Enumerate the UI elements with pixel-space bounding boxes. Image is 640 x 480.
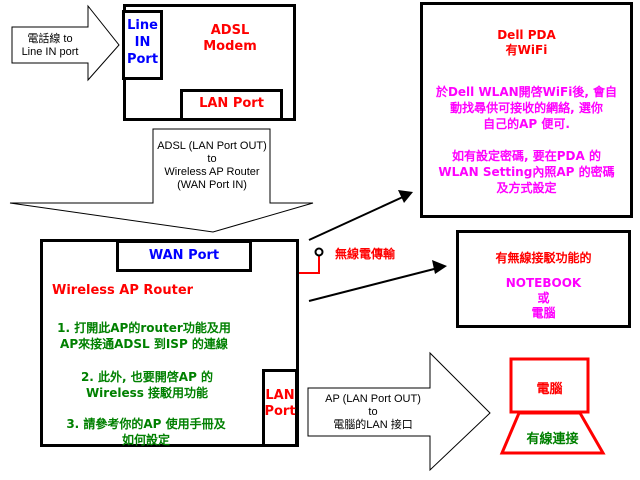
pda-title: Dell PDA 有WiFi bbox=[420, 28, 633, 58]
antenna-wire bbox=[298, 256, 320, 274]
computer-screen-label: 電腦 bbox=[536, 382, 563, 397]
wireless-arrow-to-notebook bbox=[308, 267, 439, 302]
modem-title-1: ADSL bbox=[210, 23, 250, 38]
computer-screen bbox=[509, 357, 590, 414]
pda-instructions-1: 於Dell WLAN開啓WiFi後, 會自 動找尋供可接收的網絡, 選你 自己的… bbox=[420, 84, 633, 132]
computer-base bbox=[499, 411, 606, 455]
antenna-icon bbox=[314, 247, 324, 257]
down-arrow-line-4: (WAN Port IN) bbox=[177, 179, 247, 191]
router-lan-port-label-1: LAN bbox=[265, 388, 295, 403]
lan-to-computer-arrow-label: AP (LAN Port OUT) to 電腦的LAN 接口 bbox=[318, 393, 428, 432]
modem-line-in-port bbox=[122, 10, 163, 80]
modem-title-2: Modem bbox=[203, 39, 257, 54]
notebook-line-1: 有無線接駁功能的 bbox=[495, 251, 592, 265]
router-note-2-line-1: 2. 此外, 也要開啓AP 的 bbox=[80, 370, 214, 384]
pda-title-1: Dell PDA bbox=[497, 28, 556, 42]
down-arrow-line-3: Wireless AP Router bbox=[164, 166, 260, 178]
modem-lan-port-label: LAN Port bbox=[199, 96, 264, 111]
router-note-3-line-2: 如何設定 bbox=[121, 433, 170, 447]
router-title: Wireless AP Router bbox=[52, 283, 194, 298]
wireless-arrow-to-pda bbox=[308, 195, 406, 241]
router-wan-port-label: WAN Port bbox=[148, 248, 220, 263]
modem-line-in-port-label: Line IN Port bbox=[122, 17, 163, 68]
router-note-2-line-2: Wireless 接駁用功能 bbox=[85, 386, 209, 400]
notebook-text: NOTEBOOK 或 電腦 bbox=[456, 276, 631, 321]
lan-arrow-line-1: AP (LAN Port OUT) bbox=[325, 393, 421, 405]
pda-instructions-2: 如有設定密碼, 要在PDA 的 WLAN Setting內照AP 的密碼 及方式… bbox=[420, 148, 633, 196]
down-arrow-line-2: to bbox=[207, 153, 217, 165]
router-lan-port-label-2: Port bbox=[264, 404, 296, 419]
wireless-arrow-to-pda-head bbox=[398, 190, 413, 203]
lan-arrow-line-3: 電腦的LAN 接口 bbox=[333, 419, 413, 431]
wireless-transmission-label: 無線電傳輸 bbox=[335, 247, 396, 261]
notebook-line-4: 電腦 bbox=[531, 306, 556, 320]
phone-line-arrow bbox=[11, 4, 120, 82]
down-arrow-line-1: ADSL (LAN Port OUT) bbox=[157, 140, 267, 152]
router-note-3: 3. 請參考你的AP 使用手冊及 如何設定 bbox=[46, 416, 246, 448]
adsl-to-router-arrow bbox=[9, 128, 314, 233]
phone-line-label-2: Line IN port bbox=[21, 46, 79, 58]
modem-title: ADSL Modem bbox=[190, 23, 270, 55]
pda-para1-line-1: 於Dell WLAN開啓WiFi後, 會自 bbox=[435, 85, 618, 99]
pda-title-2: 有WiFi bbox=[505, 43, 548, 57]
lan-to-computer-arrow bbox=[307, 351, 491, 472]
pda-para2-line-2: WLAN Setting內照AP 的密碼 bbox=[438, 165, 615, 179]
pda-para1-line-2: 動找尋供可接收的網絡, 選你 bbox=[450, 101, 603, 115]
notebook-line-2: NOTEBOOK bbox=[505, 276, 582, 290]
router-lan-port bbox=[262, 369, 298, 447]
line-in-label-3: Port bbox=[126, 52, 159, 67]
router-note-1: 1. 打開此AP的router功能及用 AP來接通ADSL 到ISP 的連線 bbox=[44, 320, 244, 352]
pda-para2-line-1: 如有設定密碼, 要在PDA 的 bbox=[452, 149, 601, 163]
router-lan-port-label: LAN Port bbox=[262, 388, 298, 420]
phone-line-arrow-label: 電話線 to Line IN port bbox=[14, 33, 86, 59]
computer-base-label: 有線連接 bbox=[526, 432, 579, 447]
router-note-1-line-2: AP來接通ADSL 到ISP 的連線 bbox=[60, 337, 228, 351]
pda-para2-line-3: 及方式設定 bbox=[496, 181, 557, 195]
notebook-line-3: 或 bbox=[537, 291, 550, 305]
pda-para1-line-3: 自己的AP 便可. bbox=[483, 117, 570, 131]
dell-pda bbox=[420, 2, 633, 218]
router-note-3-line-1: 3. 請參考你的AP 使用手冊及 bbox=[66, 417, 226, 431]
adsl-to-router-arrow-label: ADSL (LAN Port OUT) to Wireless AP Route… bbox=[153, 140, 271, 192]
lan-arrow-line-2: to bbox=[368, 406, 378, 418]
phone-line-label-1: 電話線 to bbox=[27, 33, 73, 45]
line-in-label-1: Line bbox=[127, 18, 158, 33]
line-in-label-2: IN bbox=[134, 35, 151, 50]
modem-lan-port bbox=[180, 89, 283, 121]
wireless-notebook bbox=[456, 230, 631, 328]
router-note-2: 2. 此外, 也要開啓AP 的 Wireless 接駁用功能 bbox=[52, 369, 242, 401]
router-wan-port bbox=[116, 240, 252, 272]
router-note-1-line-1: 1. 打開此AP的router功能及用 bbox=[57, 321, 231, 335]
wireless-arrow-to-notebook-head bbox=[432, 260, 447, 274]
